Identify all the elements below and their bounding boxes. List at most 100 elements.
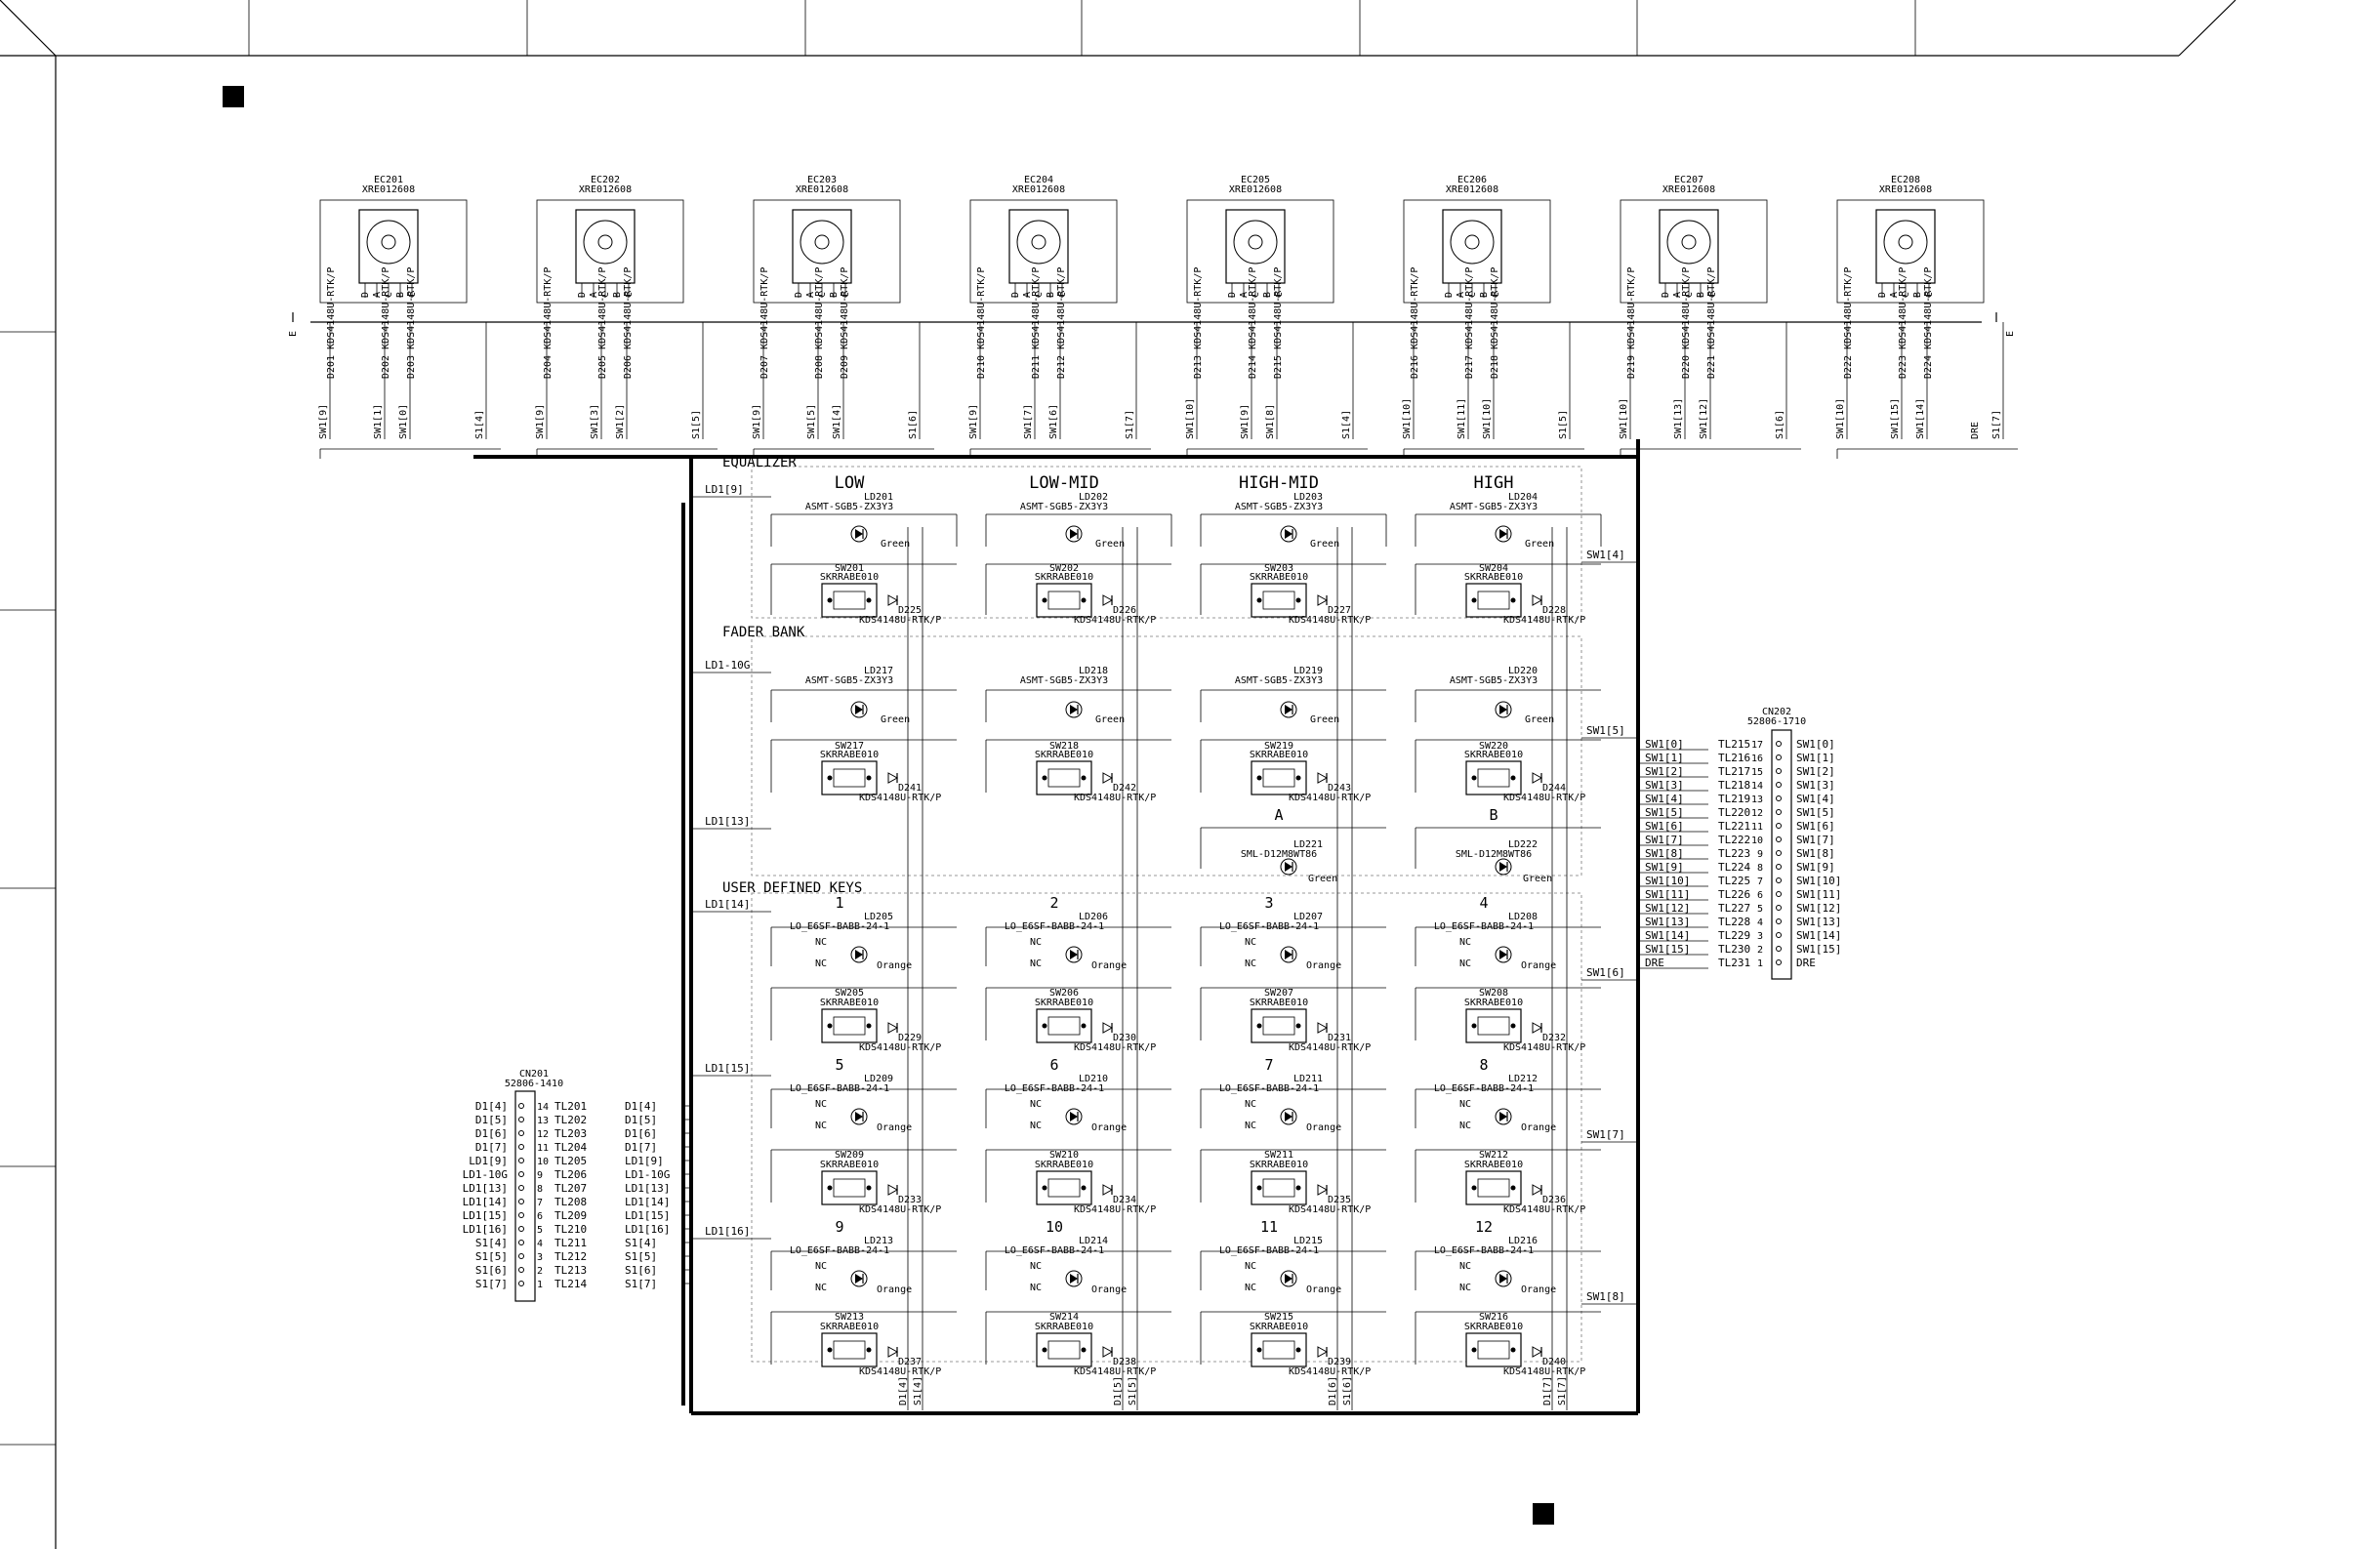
led-arrow <box>1499 1274 1507 1284</box>
diode-part: KDS4148U-RTK/P <box>859 793 941 803</box>
diode-symbol <box>1317 1184 1329 1196</box>
sw-net-label: SW1[10] <box>1835 398 1846 439</box>
connector-ref: CN202 <box>1762 707 1791 717</box>
ab-label: A <box>1274 806 1283 824</box>
nc-label: NC <box>1245 1283 1256 1293</box>
sw-net-label: SW1[4] <box>832 404 842 439</box>
diode-part: KDS4148U-RTK/P <box>859 615 941 626</box>
encoder-part: XRE012608 <box>1879 184 1932 195</box>
switch-actuator <box>833 1178 866 1198</box>
led-arrow <box>1070 1112 1078 1121</box>
bottom-s-label: S1[7] <box>1557 1376 1568 1406</box>
switch-pin <box>1081 597 1087 603</box>
encoder-outline <box>1186 199 1334 304</box>
led-color: Green <box>1095 714 1125 725</box>
cn201-left-label: LD1-10G <box>463 1168 508 1181</box>
encoder-pin-label: C <box>600 292 611 298</box>
encoder-outline <box>319 199 468 304</box>
ab-label: B <box>1489 806 1498 824</box>
led-part: LO_E6SF-BABB-24-1 <box>1434 921 1534 932</box>
switch-ref: SW218 <box>1049 741 1079 752</box>
cn202-left-label: SW1[0] <box>1645 738 1684 751</box>
switch-part: SKRRABE010 <box>1464 1160 1523 1170</box>
encoder-pin-label: B <box>1479 292 1490 298</box>
led-ref: LD201 <box>864 492 893 503</box>
led-ref: LD222 <box>1508 839 1538 850</box>
bottom-d-label: D1[4] <box>898 1376 909 1406</box>
eq-column-title: HIGH <box>1474 473 1514 493</box>
switch-part: SKRRABE010 <box>1464 998 1523 1008</box>
ground-label: E <box>288 331 299 337</box>
nc-label: NC <box>1459 1099 1471 1110</box>
cn201-left-label: LD1[9] <box>469 1155 508 1167</box>
pin-dot <box>518 1144 524 1150</box>
pin-number: 12 <box>1751 808 1763 819</box>
switch-part: SKRRABE010 <box>1250 1322 1308 1332</box>
led-color: Green <box>1525 539 1554 550</box>
switch-pin <box>827 1347 833 1353</box>
cn202-left-label: SW1[14] <box>1645 929 1690 942</box>
user-key-number: 9 <box>835 1218 843 1236</box>
pin-number: 11 <box>537 1143 549 1154</box>
switch-pin <box>1471 597 1477 603</box>
diode-part: KDS4148U-RTK/P <box>1289 615 1371 626</box>
switch-pin <box>1471 1023 1477 1029</box>
led-ref: LD220 <box>1508 666 1538 676</box>
connector-body <box>1771 729 1792 980</box>
pin-dot <box>1776 782 1782 788</box>
encoder-shaft <box>814 234 830 250</box>
led-part: ASMT-SGB5-ZX3Y3 <box>1235 675 1323 686</box>
diode-part: KDS4148U-RTK/P <box>1074 793 1156 803</box>
diode-symbol <box>1317 772 1329 784</box>
switch-pin <box>1471 1347 1477 1353</box>
encoder-shaft <box>1464 234 1480 250</box>
pin-number: 13 <box>1751 795 1763 805</box>
led-arrow <box>1499 1112 1507 1121</box>
diode-symbol <box>887 594 899 606</box>
switch-part: SKRRABE010 <box>820 572 879 583</box>
switch-ref: SW213 <box>835 1312 864 1323</box>
encoder-pin-label: C <box>1491 292 1501 298</box>
user-key-number: 4 <box>1479 894 1488 912</box>
nc-label: NC <box>1030 1261 1042 1272</box>
nc-label: NC <box>1245 1121 1256 1131</box>
encoder-pin-label: C <box>1901 292 1911 298</box>
nc-label: NC <box>1030 1099 1042 1110</box>
sw-right-label: SW1[4] <box>1586 549 1625 561</box>
encoder-outline <box>536 199 684 304</box>
led-ref: LD219 <box>1293 666 1323 676</box>
switch-actuator <box>1477 591 1510 610</box>
switch-ref: SW201 <box>835 563 864 574</box>
led-part: ASMT-SGB5-ZX3Y3 <box>1450 502 1538 512</box>
switch-actuator <box>1262 1178 1295 1198</box>
sw-right-label: SW1[7] <box>1586 1128 1625 1141</box>
nc-label: NC <box>815 937 827 948</box>
cn201-right-label: LD1-10G <box>625 1168 670 1181</box>
diode-symbol <box>1102 1184 1114 1196</box>
switch-part: SKRRABE010 <box>820 1322 879 1332</box>
nc-label: NC <box>1030 1121 1042 1131</box>
diode-label: D214 KDS4148U-RTK/P <box>1248 267 1258 379</box>
led-part: SML-D12M8WT86 <box>1456 849 1532 860</box>
led-part: LO_E6SF-BABB-24-1 <box>1219 1083 1319 1094</box>
test-land: TL212 <box>554 1250 587 1263</box>
encoder-pin-label: D <box>1661 292 1671 298</box>
switch-actuator <box>1047 768 1081 788</box>
test-land: TL208 <box>554 1196 587 1208</box>
nc-label: NC <box>1459 1261 1471 1272</box>
encoder-pin-label: C <box>1707 292 1718 298</box>
pin-number: 6 <box>1757 890 1763 901</box>
diode-symbol <box>1317 1022 1329 1034</box>
led-ref: LD202 <box>1079 492 1108 503</box>
cn202-right-label: SW1[4] <box>1796 793 1835 805</box>
switch-actuator <box>833 1340 866 1360</box>
pin-dot <box>518 1171 524 1177</box>
pin-number: 2 <box>1757 945 1763 956</box>
diode-part: KDS4148U-RTK/P <box>1289 1042 1371 1053</box>
nc-label: NC <box>1459 937 1471 948</box>
led-part: LO_E6SF-BABB-24-1 <box>790 1083 889 1094</box>
switch-actuator <box>1262 1016 1295 1036</box>
sw-net-label: SW1[1] <box>373 404 384 439</box>
